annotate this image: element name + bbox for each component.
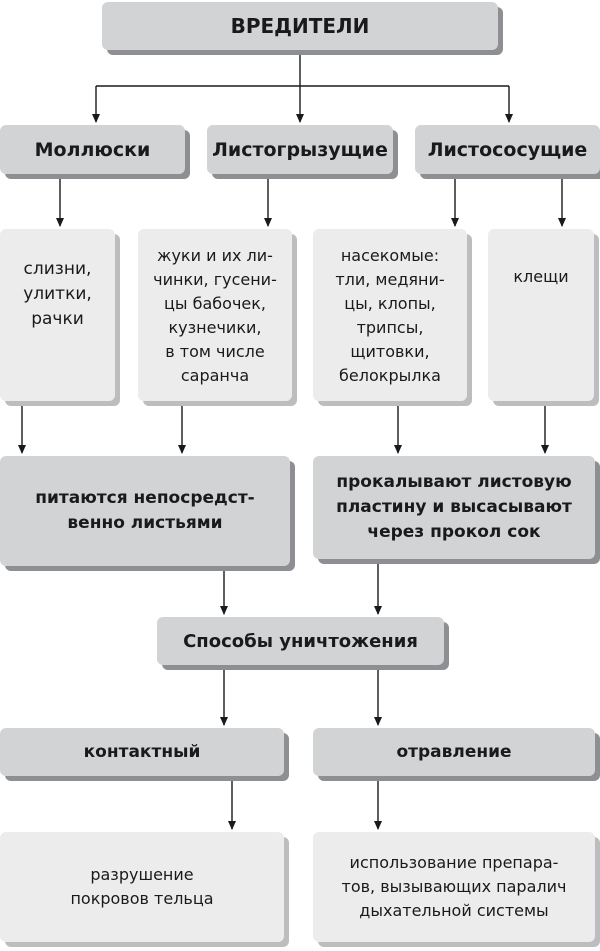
category-molluscs-label: Моллюски: [34, 138, 151, 161]
feeding-suck-box: прокалывают листовую пластину и высасыва…: [313, 456, 595, 559]
methods-title-text: Способы уничтожения: [183, 630, 418, 652]
title-box: ВРЕДИТЕЛИ: [102, 2, 498, 50]
examples-molluscs: слизни, улитки, рачки: [0, 229, 115, 401]
category-leaf-chewing-label: Листогрызущие: [212, 138, 388, 161]
method-poison-text: отравление: [396, 742, 512, 762]
method-contact-text: контактный: [83, 742, 201, 762]
category-molluscs: Моллюски: [0, 125, 185, 174]
category-leaf-chewing: Листогрызущие: [207, 125, 393, 174]
method-poison-box: отравление: [313, 728, 595, 776]
examples-chewing-text: жуки и их ли- чинки, гусени- цы бабочек,…: [153, 246, 277, 385]
examples-mites-text: клещи: [513, 267, 569, 286]
method-contact-box: контактный: [0, 728, 284, 776]
examples-insects-text: насекомые: тли, медяни- цы, клопы, трипс…: [335, 246, 445, 385]
category-leaf-sucking-label: Листососущие: [427, 138, 588, 161]
methods-title-box: Способы уничтожения: [157, 617, 444, 665]
feeding-suck-text: прокалывают листовую пластину и высасыва…: [336, 472, 572, 542]
examples-mites: клещи: [488, 229, 594, 401]
effect-poison-box: использование препара- тов, вызывающих п…: [313, 832, 595, 942]
feeding-direct-text: питаются непосредст- венно листьями: [35, 488, 255, 533]
examples-chewing: жуки и их ли- чинки, гусени- цы бабочек,…: [138, 229, 292, 401]
feeding-direct-box: питаются непосредст- венно листьями: [0, 456, 290, 566]
effect-poison-text: использование препара- тов, вызывающих п…: [341, 853, 567, 920]
effect-contact-box: разрушение покровов тельца: [0, 832, 284, 942]
category-leaf-sucking: Листососущие: [415, 125, 600, 174]
effect-contact-text: разрушение покровов тельца: [70, 865, 214, 908]
examples-molluscs-text: слизни, улитки, рачки: [23, 259, 92, 329]
examples-insects: насекомые: тли, медяни- цы, клопы, трипс…: [313, 229, 467, 401]
title-text: ВРЕДИТЕЛИ: [230, 14, 370, 38]
